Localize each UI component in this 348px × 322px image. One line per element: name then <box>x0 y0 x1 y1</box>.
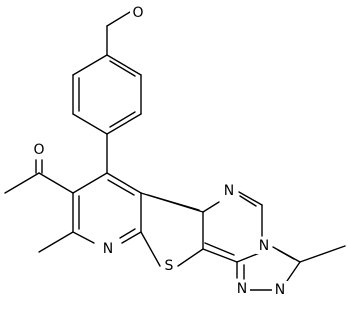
svg-text:N: N <box>103 241 113 257</box>
svg-text:O: O <box>33 142 44 158</box>
svg-text:N: N <box>224 183 234 199</box>
svg-text:O: O <box>132 5 143 21</box>
atom-sulfur-thiophene: S <box>161 257 177 274</box>
svg-text:S: S <box>165 258 174 274</box>
atom-nitrogen-pyrimidine: N <box>221 182 237 199</box>
svg-text:N: N <box>259 238 269 254</box>
atom-oxygen-carbonyl: O <box>31 141 47 158</box>
atom-nitrogen-triazole-2: N <box>272 281 288 298</box>
atom-oxygen-methoxy: O <box>130 4 146 21</box>
atom-nitrogen-triazole-1: N <box>234 280 250 297</box>
svg-text:N: N <box>237 281 247 297</box>
bond-lines <box>4 11 346 291</box>
atom-nitrogen-pyridine: N <box>100 240 116 257</box>
atom-nitrogen-bridgehead: N <box>256 237 272 254</box>
svg-text:N: N <box>275 282 285 298</box>
atom-labels: O O N S N N N N <box>31 4 288 298</box>
